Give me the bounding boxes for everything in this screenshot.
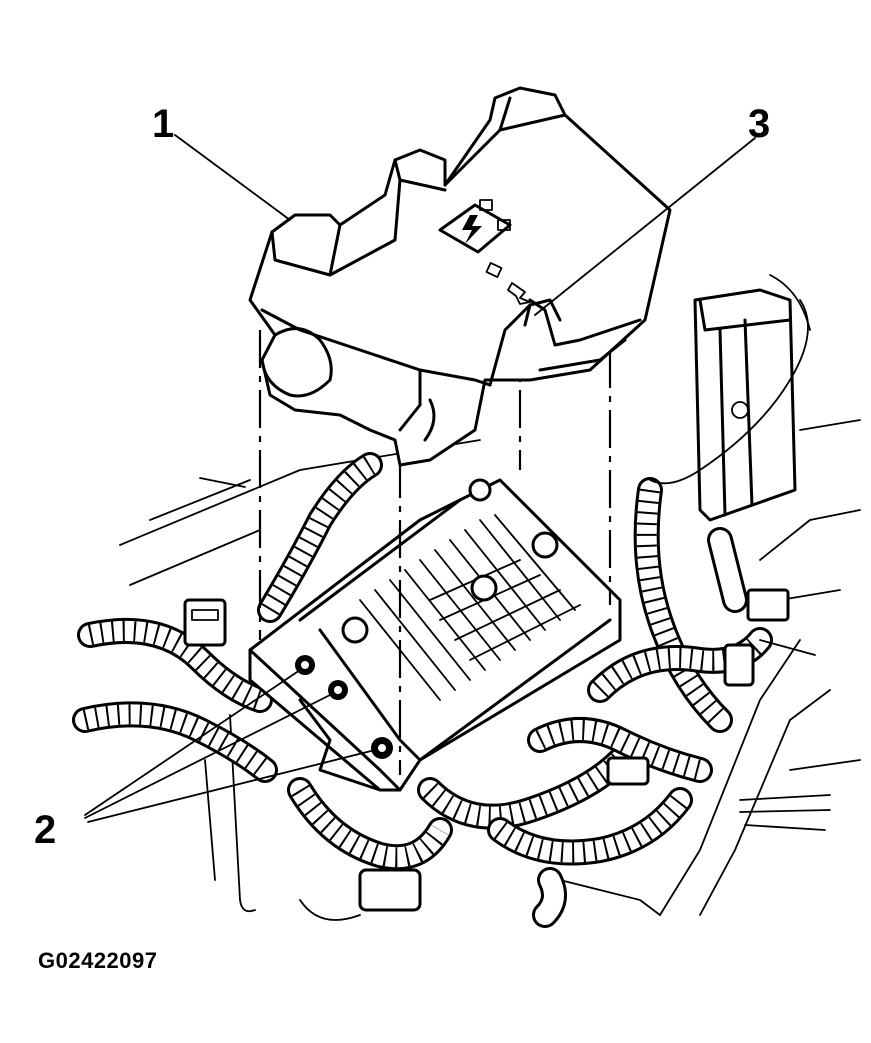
figure-code: G02422097 [38,948,158,973]
arrow-down-icon [485,262,531,305]
relay-module-illustration [649,274,811,522]
fuse-block-cover-illustration [248,86,672,467]
callout-2: 2 [34,808,57,852]
callout-3: 3 [748,102,771,146]
lightning-bolt-icon [438,199,512,254]
fasteners [295,655,393,759]
underhood-fuse-block-illustration [248,478,622,792]
fuse-block-cavities [359,514,581,701]
harness-connectors [183,588,790,912]
wiring-harness-illustration [72,452,831,928]
callout-1: 1 [152,102,175,146]
leader-lines [84,134,756,823]
